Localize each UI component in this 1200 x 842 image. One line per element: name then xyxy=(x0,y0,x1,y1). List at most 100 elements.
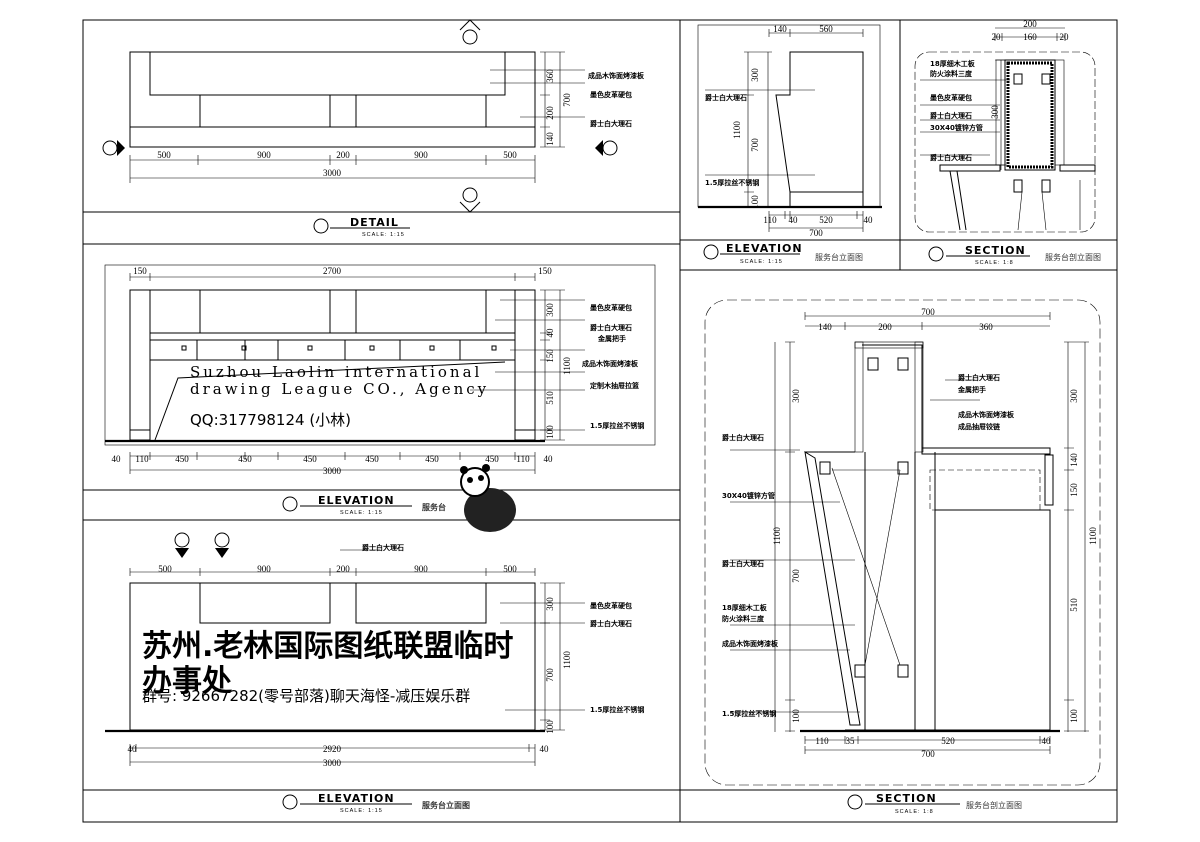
material-label: 防火涂料三度 xyxy=(930,69,973,78)
dim-text: 150 xyxy=(133,266,147,276)
material-label: 成品木饰面烤漆板 xyxy=(958,410,1015,419)
section-large-title-block: SECTION SCALE: 1:8 服务台剖立面图 xyxy=(847,792,1022,815)
dim-text: 450 xyxy=(485,454,499,464)
drawing-scale: SCALE: 1:15 xyxy=(340,808,383,814)
dim-text: 150 xyxy=(545,349,555,363)
dim-text: 360 xyxy=(545,69,555,83)
material-label: 30X40镀锌方管 xyxy=(722,491,775,500)
dim-text: 20 xyxy=(992,32,1002,42)
dim-text: 2920 xyxy=(323,744,342,754)
drawing-scale: SCALE: 1:15 xyxy=(362,232,405,238)
dim-text: 40 xyxy=(864,215,874,225)
drawing-title: ELEVATION xyxy=(726,242,803,255)
dim-text: 160 xyxy=(1023,32,1037,42)
dim-text: 200 xyxy=(336,150,350,160)
dim-text: 40 xyxy=(540,744,550,754)
material-label: 1.5厚拉丝不锈钢 xyxy=(590,421,644,430)
drawing-title: ELEVATION xyxy=(318,494,395,507)
dim-text: 500 xyxy=(157,150,171,160)
drawing-scale: SCALE: 1:8 xyxy=(895,809,934,815)
dim-text: 450 xyxy=(238,454,252,464)
dim-text: 700 xyxy=(750,138,760,152)
dim-text: 20 xyxy=(1060,32,1070,42)
dim-text: 2700 xyxy=(323,266,342,276)
dim-text: 700 xyxy=(545,668,555,682)
elevation-front-drawing: 150 2700 150 40 110 450 450 450 450 450 … xyxy=(104,264,656,476)
dim-text: 300 xyxy=(791,389,801,403)
dim-text: 100 xyxy=(791,709,801,723)
dim-text: 510 xyxy=(545,391,555,405)
dim-text: 100 xyxy=(750,195,760,209)
dim-text: 140 xyxy=(818,322,832,332)
material-label: 30X40镀锌方管 xyxy=(930,123,983,132)
dim-text: 300 xyxy=(990,105,1000,119)
material-label: 18厚细木工板 xyxy=(930,59,976,68)
material-label: 防火涂料三度 xyxy=(722,614,765,623)
dim-text: 100 xyxy=(1069,709,1079,723)
material-label: 1.5厚拉丝不锈钢 xyxy=(705,178,759,187)
dim-total: 1100 xyxy=(562,357,572,375)
dim-total: 3000 xyxy=(323,168,342,178)
dim-total: 3000 xyxy=(323,758,342,768)
dim-text: 100 xyxy=(545,720,555,734)
material-label: 成品木饰面烤漆板 xyxy=(722,639,779,648)
dim-total: 700 xyxy=(921,307,935,317)
dim-text: 40 xyxy=(545,328,555,338)
dim-text: 40 xyxy=(1042,736,1052,746)
dim-text: 140 xyxy=(1069,453,1079,467)
dim-total: 200 xyxy=(1023,19,1037,29)
dim-text: 510 xyxy=(1069,598,1079,612)
dim-text: 40 xyxy=(544,454,554,464)
dim-text: 900 xyxy=(414,564,428,574)
material-label: 成品木饰面烤漆板 xyxy=(588,71,645,80)
watermark-english: Suzhou Laolin international drawing Leag… xyxy=(190,363,490,399)
dim-text: 700 xyxy=(791,569,801,583)
detail-title-block: DETAIL SCALE: 1:15 xyxy=(313,216,410,238)
elevation-side-title-block: ELEVATION SCALE: 1:15 服务台立面图 xyxy=(703,242,863,265)
dim-text: 200 xyxy=(336,564,350,574)
dim-total: 1100 xyxy=(1088,527,1098,545)
drawing-title: DETAIL xyxy=(350,216,399,229)
dim-text: 200 xyxy=(878,322,892,332)
material-label: 18厚细木工板 xyxy=(722,603,768,612)
material-label: 爵士白大理石 xyxy=(930,111,972,120)
dim-text: 520 xyxy=(941,736,955,746)
section-marker-icon xyxy=(595,140,618,156)
drawing-title: ELEVATION xyxy=(318,792,395,805)
dim-text: 40 xyxy=(128,744,138,754)
dim-text: 300 xyxy=(750,68,760,82)
drawing-cn-title: 服务台 xyxy=(422,502,446,512)
material-label: 金属把手 xyxy=(597,334,626,343)
dim-total: 1100 xyxy=(562,651,572,669)
section-small-drawing: 200 20 160 20 300 18厚细木工板 防火涂料三度 墨色皮革硬包 … xyxy=(914,19,1096,233)
dim-text: 520 xyxy=(819,215,833,225)
material-label: 墨色皮革硬包 xyxy=(590,303,632,312)
detail-drawing: 500 900 200 900 500 3000 360 200 140 700… xyxy=(102,19,645,213)
watermark-main: 苏州.老林国际图纸联盟临时办事处 xyxy=(142,629,514,699)
drawing-title: SECTION xyxy=(965,244,1026,257)
dim-text: 450 xyxy=(175,454,189,464)
dim-text: 40 xyxy=(789,215,799,225)
drawing-cn-title: 服务台剖立面图 xyxy=(966,800,1022,810)
dim-text: 110 xyxy=(815,736,829,746)
drawing-title: SECTION xyxy=(876,792,937,805)
dim-text: 450 xyxy=(425,454,439,464)
material-label: 墨色皮革硬包 xyxy=(590,601,632,610)
material-label: 爵士白大理石 xyxy=(362,543,404,552)
dim-total: 3000 xyxy=(323,466,342,476)
elevation-front-title-block: ELEVATION SCALE: 1:15 服务台 xyxy=(282,494,446,516)
section-small-title-block: SECTION SCALE: 1:8 服务台剖立面图 xyxy=(928,244,1101,266)
dim-text: 140 xyxy=(545,132,555,146)
dim-text: 35 xyxy=(846,736,856,746)
dim-text: 300 xyxy=(545,597,555,611)
dim-text: 500 xyxy=(503,564,517,574)
dim-text: 110 xyxy=(135,454,149,464)
dim-text: 300 xyxy=(545,303,555,317)
material-label: 爵士白大理石 xyxy=(590,619,632,628)
dim-text: 200 xyxy=(545,106,555,120)
sheet-frame xyxy=(82,19,1118,823)
drawing-cn-title: 服务台剖立面图 xyxy=(1045,252,1101,262)
material-label: 1.5厚拉丝不锈钢 xyxy=(722,709,776,718)
drawing-cn-title: 服务台立面图 xyxy=(815,252,863,262)
dim-text: 300 xyxy=(1069,389,1079,403)
